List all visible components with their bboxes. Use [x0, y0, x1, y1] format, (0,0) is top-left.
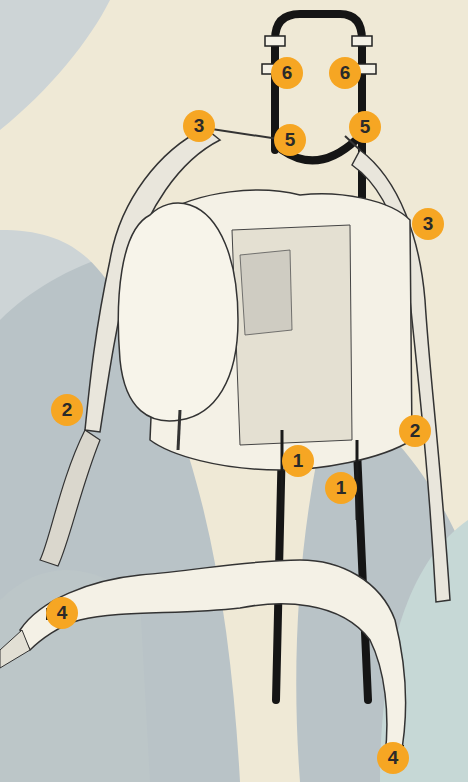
callout-number: 3 — [183, 110, 215, 142]
callout-number: 1 — [325, 472, 357, 504]
callout-number: 4 — [377, 742, 409, 774]
callout-number: 2 — [399, 415, 431, 447]
callout-number: 2 — [51, 394, 83, 426]
callout-number: 6 — [329, 57, 361, 89]
callout-number: 1 — [282, 445, 314, 477]
callout-number: 5 — [274, 124, 306, 156]
callout-number: 5 — [349, 111, 381, 143]
callout-number: 3 — [412, 208, 444, 240]
callout-number: 4 — [46, 597, 78, 629]
callout-number: 6 — [271, 57, 303, 89]
